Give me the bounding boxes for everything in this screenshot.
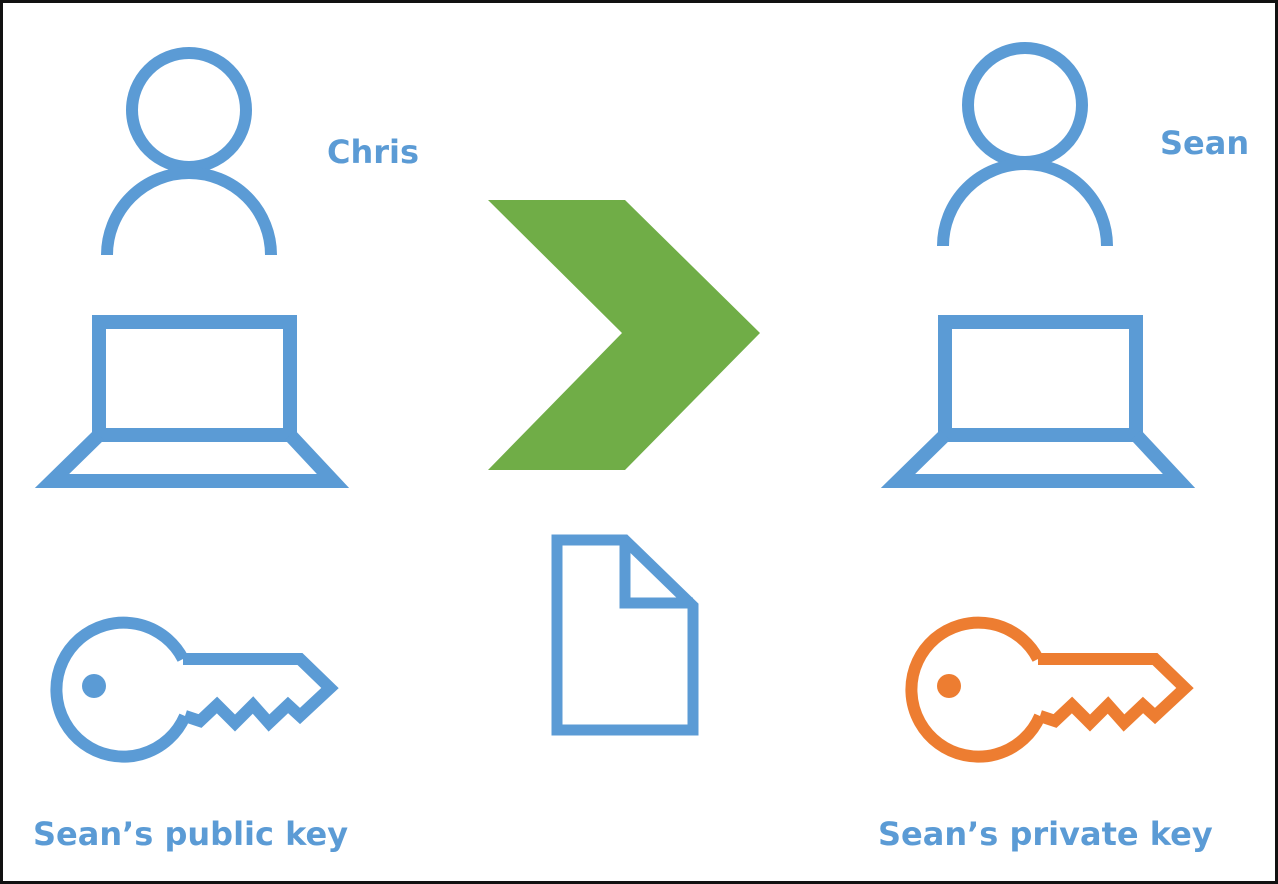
diagram-canvas: Chris Sean’s public key Sean Sean’s priv… — [33, 42, 1249, 853]
receiver-key-icon — [905, 616, 1194, 763]
receiver-name: Sean — [1160, 124, 1249, 162]
sender-key-icon — [50, 616, 339, 763]
receiver-laptop-icon — [880, 315, 1196, 488]
sender-person-icon — [101, 47, 277, 256]
receiver-key-hole — [937, 674, 961, 698]
sender-name: Chris — [327, 133, 419, 171]
chevron-right-icon — [488, 200, 760, 470]
receiver-person-icon — [937, 42, 1113, 247]
receiver-key-label: Sean’s private key — [878, 815, 1213, 853]
document-icon — [551, 534, 699, 736]
sender-key-label: Sean’s public key — [33, 815, 348, 853]
sender-laptop-icon — [34, 315, 350, 488]
sender-key-hole — [82, 674, 106, 698]
